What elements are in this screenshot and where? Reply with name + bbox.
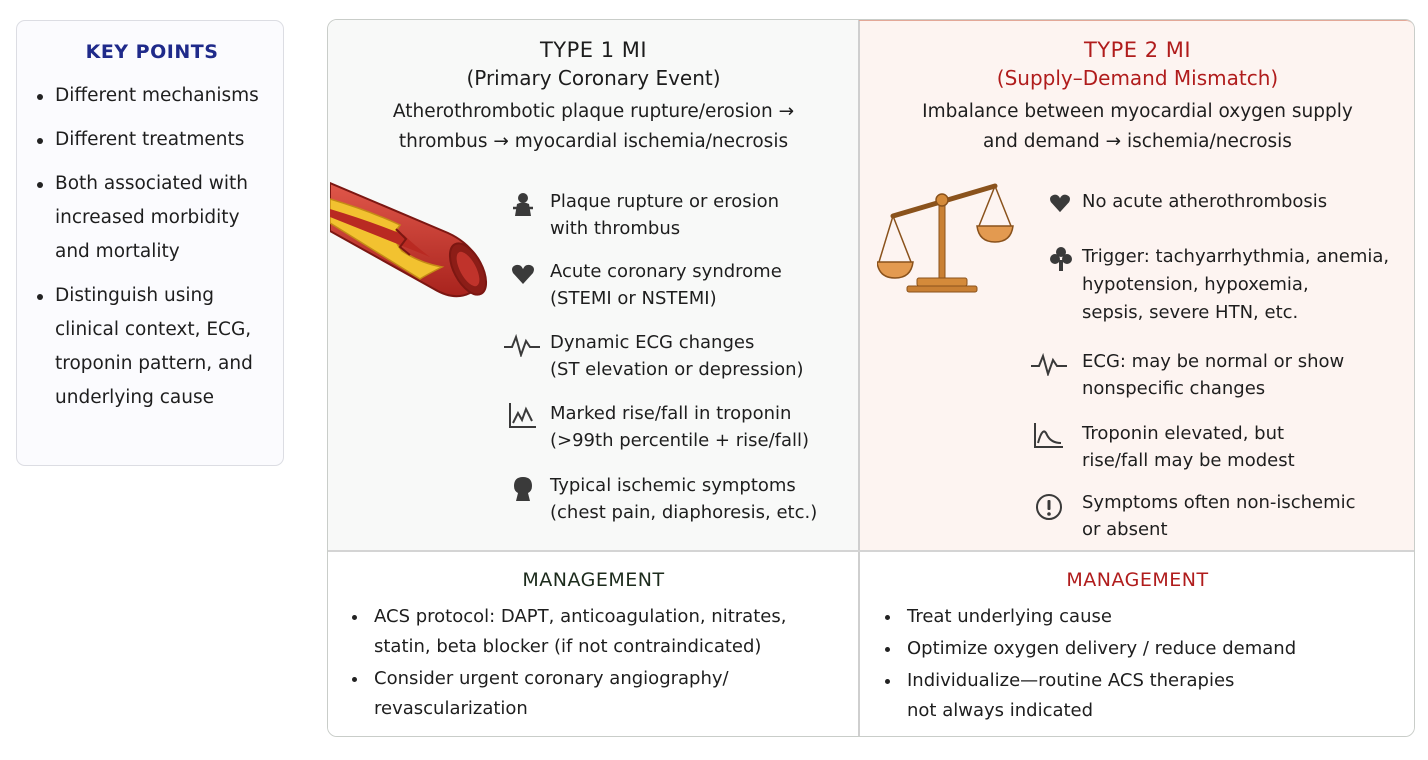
key-point-item: Different mechanisms — [35, 79, 269, 113]
type1-feature: Dynamic ECG changes (ST elevation or dep… — [550, 329, 804, 383]
person-icon — [514, 477, 532, 501]
management-item: ACS protocol: DAPT, anticoagulation, nit… — [348, 602, 786, 662]
trigger-icon — [1050, 247, 1072, 271]
feature-text: (>99th percentile + rise/fall) — [550, 430, 810, 451]
management-list: Treat underlying cause Optimize oxygen d… — [881, 602, 1296, 728]
management-text: Consider urgent coronary angiography/ — [374, 668, 729, 689]
type2-subtitle: (Supply–Demand Mismatch) — [996, 66, 1279, 90]
management-text: Individualize—routine ACS therapies — [907, 670, 1235, 691]
feature-text: Acute coronary syndrome — [550, 261, 782, 282]
type2-management-panel: MANAGEMENT Treat underlying cause Optimi… — [859, 551, 1414, 736]
type1-management-panel: MANAGEMENT ACS protocol: DAPT, anticoagu… — [328, 551, 859, 736]
management-list: ACS protocol: DAPT, anticoagulation, nit… — [348, 602, 786, 726]
management-text: statin, beta blocker (if not contraindic… — [374, 636, 762, 657]
comparison-table: TYPE 1 MI (Primary Coronary Event) Ather… — [327, 19, 1415, 737]
row-divider — [328, 550, 1414, 552]
type1-description-line: Atherothrombotic plaque rupture/erosion … — [392, 101, 795, 122]
feature-text: ECG: may be normal or show — [1082, 351, 1345, 372]
key-point-item: Both associated with increased morbidity… — [35, 167, 269, 269]
type1-feature: Marked rise/fall in troponin (>99th perc… — [550, 400, 809, 454]
management-item: Consider urgent coronary angiography/ re… — [348, 664, 786, 724]
artery-plaque-illustration — [330, 181, 488, 298]
feature-text: (ST elevation or depression) — [550, 359, 804, 380]
type1-description: Atherothrombotic plaque rupture/erosion … — [328, 97, 859, 157]
type1-description-line: thrombus → myocardial ischemia/necrosis — [398, 131, 789, 152]
management-item: Individualize—routine ACS therapies not … — [881, 666, 1296, 726]
type1-feature: Plaque rupture or erosion with thrombus — [550, 188, 779, 242]
type1-subtitle: (Primary Coronary Event) — [466, 66, 721, 90]
key-points-list: Different mechanisms Different treatment… — [35, 79, 269, 415]
type2-feature: Troponin elevated, but rise/fall may be … — [1082, 420, 1295, 474]
management-text: ACS protocol: DAPT, anticoagulation, nit… — [374, 606, 787, 627]
feature-text: Plaque rupture or erosion — [550, 191, 780, 212]
type2-feature: ECG: may be normal or show nonspecific c… — [1082, 348, 1344, 402]
alert-icon — [1036, 494, 1062, 520]
type1-title: TYPE 1 MI — [539, 38, 648, 62]
key-points-title: KEY POINTS — [85, 41, 219, 63]
feature-text: rise/fall may be modest — [1082, 450, 1295, 471]
type2-panel: TYPE 2 MI (Supply–Demand Mismatch) Imbal… — [859, 20, 1414, 551]
troponin-chart-icon — [1034, 423, 1063, 448]
type2-description-line: and demand → ischemia/necrosis — [983, 131, 1292, 152]
management-text: Treat underlying cause — [907, 606, 1112, 627]
management-title: MANAGEMENT — [522, 569, 665, 591]
type1-feature: Acute coronary syndrome (STEMI or NSTEMI… — [550, 258, 782, 312]
feature-text: Symptoms often non-ischemic — [1082, 492, 1356, 513]
feature-text: with thrombus — [550, 218, 681, 239]
plaque-icon — [513, 193, 533, 216]
management-text: not always indicated — [907, 700, 1094, 721]
ecg-icon — [504, 333, 540, 357]
feature-text: No acute atherothrombosis — [1082, 191, 1328, 212]
feature-text: (STEMI or NSTEMI) — [550, 288, 717, 309]
feature-text: sepsis, severe HTN, etc. — [1082, 302, 1299, 323]
key-point-item: Distinguish using clinical context, ECG,… — [35, 279, 269, 415]
type2-feature: Trigger: tachyarrhythmia, anemia, hypote… — [1082, 243, 1389, 326]
type1-panel: TYPE 1 MI (Primary Coronary Event) Ather… — [328, 20, 859, 551]
management-title: MANAGEMENT — [1066, 569, 1209, 591]
type2-description: Imbalance between myocardial oxygen supp… — [859, 97, 1414, 157]
type2-feature: Symptoms often non-ischemic or absent — [1082, 489, 1356, 543]
feature-text: hypotension, hypoxemia, — [1082, 274, 1309, 295]
feature-text: or absent — [1082, 519, 1168, 540]
management-text: revascularization — [374, 698, 528, 719]
management-text: Optimize oxygen delivery / reduce demand — [907, 638, 1297, 659]
heart-icon — [1050, 194, 1070, 213]
balance-scale-icon — [877, 183, 1014, 293]
key-point-item: Different treatments — [35, 123, 269, 157]
troponin-chart-icon — [509, 403, 536, 428]
feature-text: (chest pain, diaphoresis, etc.) — [550, 502, 818, 523]
type2-description-line: Imbalance between myocardial oxygen supp… — [922, 101, 1353, 122]
feature-text: Typical ischemic symptoms — [550, 475, 796, 496]
management-item: Optimize oxygen delivery / reduce demand — [881, 634, 1296, 664]
ecg-icon — [1031, 352, 1067, 376]
column-divider — [858, 20, 860, 736]
type2-title: TYPE 2 MI — [1083, 38, 1192, 62]
heart-icon — [512, 264, 534, 284]
key-points-panel: KEY POINTS Different mechanisms Differen… — [16, 20, 284, 466]
management-item: Treat underlying cause — [881, 602, 1296, 632]
feature-text: Dynamic ECG changes — [550, 332, 755, 353]
feature-text: Marked rise/fall in troponin — [550, 403, 792, 424]
feature-text: Troponin elevated, but — [1082, 423, 1285, 444]
feature-text: nonspecific changes — [1082, 378, 1266, 399]
feature-text: Trigger: tachyarrhythmia, anemia, — [1082, 246, 1390, 267]
type2-feature: No acute atherothrombosis — [1082, 188, 1327, 215]
type1-feature: Typical ischemic symptoms (chest pain, d… — [550, 472, 817, 526]
